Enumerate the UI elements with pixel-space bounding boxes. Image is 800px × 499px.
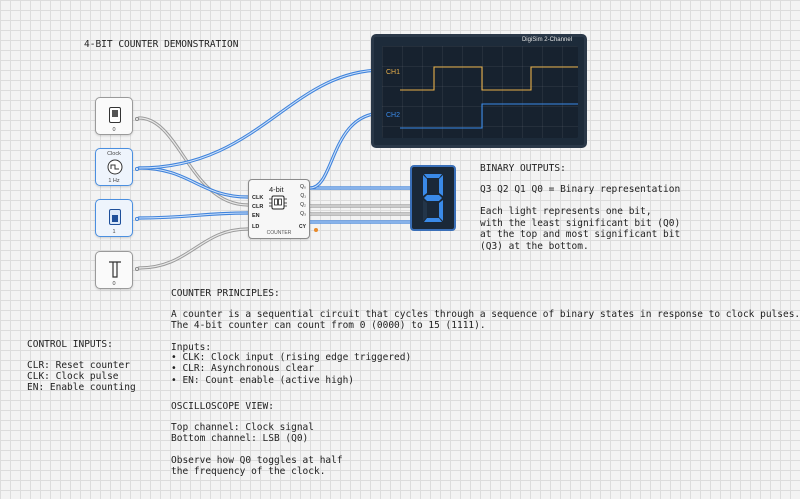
ch1-waveform <box>400 66 578 91</box>
pin-label-q0: Q₀ <box>300 184 306 190</box>
segment-c <box>439 200 443 221</box>
output-pin[interactable] <box>135 117 139 121</box>
inputs-heading: Inputs: <box>171 342 212 353</box>
counter-subtitle: COUNTER <box>266 230 292 236</box>
pin-label-ld: LD <box>252 224 260 230</box>
oscilloscope-title: DigiSim 2-Channel <box>521 37 572 43</box>
observe-line-2: the frequency of the clock. <box>171 466 326 477</box>
binary-outputs-line: Q3 Q2 Q1 Q0 = Binary representation <box>480 184 681 195</box>
oscilloscope-view-heading: OSCILLOSCOPE VIEW: <box>171 401 274 412</box>
ch2-label: CH2 <box>386 112 401 119</box>
input-desc-clk: • CLK: Clock input (rising edge triggere… <box>171 352 412 363</box>
ch1-label: CH1 <box>386 69 401 76</box>
scope-line-1: Top channel: Clock signal <box>171 422 314 433</box>
pin-label-q3: Q₃ <box>300 211 306 217</box>
toggle-switch-top[interactable]: 0 <box>95 97 139 135</box>
binary-desc-1: Each light represents one bit, <box>480 206 652 217</box>
page-title: 4-BIT COUNTER DEMONSTRATION <box>84 39 239 50</box>
output-pin[interactable] <box>135 217 139 221</box>
pin-label-clk: CLK <box>252 195 264 201</box>
clock-icon <box>107 159 123 175</box>
binary-desc-4: (Q3) at the bottom. <box>480 241 589 252</box>
segment-e <box>423 200 427 221</box>
control-line-clk: CLK: Clock pulse <box>27 371 119 382</box>
segment-b <box>439 175 443 196</box>
principles-para-2: The 4-bit counter can count from 0 (0000… <box>171 320 486 331</box>
principles-heading: COUNTER PRINCIPLES: <box>171 288 280 299</box>
pin-label-q2: Q₂ <box>300 202 306 208</box>
switch-icon <box>109 209 121 225</box>
output-pin[interactable] <box>135 167 139 171</box>
principles-para-1: A counter is a sequential circuit that c… <box>171 309 800 320</box>
segment-f <box>423 175 427 196</box>
segment-g <box>424 195 442 201</box>
pin-label-clr: CLR <box>252 204 264 210</box>
oscilloscope[interactable]: DigiSim 2-Channel CH1 CH2 <box>371 34 587 148</box>
clock-frequency: 1 Hz <box>108 178 120 184</box>
counter-chip-icon <box>269 195 287 210</box>
pin-label-cy: CY <box>299 224 306 230</box>
seven-segment-display[interactable] <box>410 165 456 231</box>
segment-d <box>424 218 442 222</box>
carry-pin <box>314 228 318 232</box>
push-button-icon <box>109 261 121 278</box>
waveform-plot <box>400 66 578 129</box>
pin-label-q1: Q₁ <box>300 193 306 199</box>
control-line-clr: CLR: Reset counter <box>27 360 130 371</box>
counter-4bit[interactable]: 4-bit CLK CLR EN LD Q₀ Q₁ Q₂ Q₃ CY COUNT… <box>248 179 310 239</box>
digit-segments <box>423 174 443 222</box>
toggle-switch-mid[interactable]: 1 <box>95 199 139 237</box>
segment-a <box>424 174 442 178</box>
ch2-waveform <box>400 103 578 129</box>
wire-button-to-ld <box>137 227 250 270</box>
input-desc-en: • EN: Count enable (active high) <box>171 375 355 386</box>
switch-mid-value: 1 <box>112 229 116 235</box>
counter-title: 4-bit <box>269 185 284 194</box>
push-button[interactable]: 0 <box>95 251 139 289</box>
oscilloscope-screen: CH1 CH2 <box>382 46 578 138</box>
binary-outputs-heading: BINARY OUTPUTS: <box>480 163 566 174</box>
switch-top-value: 0 <box>112 127 116 133</box>
wire-clock-to-scope-ch1 <box>137 68 385 170</box>
switch-icon <box>109 107 121 123</box>
control-line-en: EN: Enable counting <box>27 382 136 393</box>
clock-label: Clock <box>107 151 121 157</box>
scope-line-2: Bottom channel: LSB (Q0) <box>171 433 309 444</box>
control-inputs-heading: CONTROL INPUTS: <box>27 339 113 350</box>
button-value: 0 <box>112 281 116 287</box>
observe-line-1: Observe how Q0 toggles at half <box>171 455 343 466</box>
binary-desc-3: at the top and most significant bit <box>480 229 681 240</box>
clock-generator[interactable]: Clock 1 Hz <box>95 148 139 186</box>
binary-desc-2: with the least significant bit (Q0) <box>480 218 681 229</box>
output-pin[interactable] <box>135 267 139 271</box>
input-desc-clr: • CLR: Asynchronous clear <box>171 363 314 374</box>
pin-label-en: EN <box>252 213 260 219</box>
